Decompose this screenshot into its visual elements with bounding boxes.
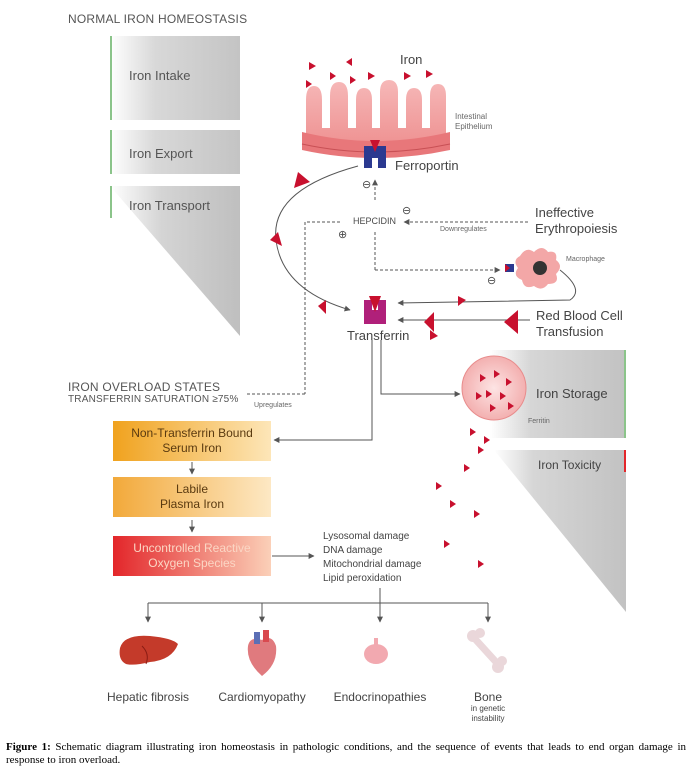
overload-title: IRON OVERLOAD STATES [68,380,221,394]
figure-caption: Figure 1: Schematic diagram illustrating… [6,741,686,767]
organ-cardiomyopathy: Cardiomyopathy [218,690,306,704]
hepcidin-regulation-lines [246,179,528,395]
ferroportin-label: Ferroportin [395,158,459,173]
caption-text: Schematic diagram illustrating iron home… [6,741,687,766]
liver-icon [119,635,178,665]
damage-item: Mitochondrial damage [323,559,422,570]
transferrin-label: Transferrin [347,328,410,343]
iron-storage-label: Iron Storage [536,386,608,401]
hepcidin-upregulate-sign: ⊕ [338,229,348,241]
damage-item: Lysosomal damage [323,531,410,542]
upregulates-label: Upregulates [254,402,292,409]
stage-iron-intake: Iron Intake [129,68,191,83]
macrophage-inhibit-sign: ⊖ [487,275,497,287]
ferritin-sphere [461,355,527,421]
hepcidin-label: HEPCIDIN [353,216,397,226]
stage-iron-transport: Iron Transport [129,198,210,213]
macrophage-to-transferrin-line [397,269,577,306]
bone-icon [467,628,507,673]
erythropoiesis-inhibit-sign: ⊖ [402,205,412,217]
ferroportin-inhibit-sign: ⊖ [362,179,372,191]
iron-label: Iron [400,52,423,67]
stage-panels [110,36,240,336]
iron-toxicity-panel [494,450,626,612]
macrophage-cell [505,248,560,289]
stage-iron-export: Iron Export [129,146,193,161]
iron-particles [270,58,518,568]
iron-transport-panel [110,186,240,336]
organ-tree [145,588,491,623]
iron-toxicity-label: Iron Toxicity [538,458,602,472]
heart-icon [247,630,277,676]
organ-hepatic-fibrosis: Hepatic fibrosis [106,690,190,704]
iron-intake-panel [110,36,240,120]
damage-list: Lysosomal damage DNA damage Mitochondria… [323,530,421,586]
organ-endocrinopathies: Endocrinopathies [333,690,427,704]
damage-item: Lipid peroxidation [323,573,402,584]
transferrin-to-ntbi-line [273,340,373,443]
gland-icon [364,638,388,664]
damage-item: DNA damage [323,545,383,556]
normal-homeostasis-title: NORMAL IRON HOMEOSTASIS [68,12,248,26]
organ-bone: Bone in genetic instability [470,690,506,723]
overload-subtitle: TRANSFERRIN SATURATION ≥75% [68,394,239,405]
iron-export-panel [110,130,240,174]
transferrin-receptor [364,296,386,324]
ferritin-label: Ferritin [528,418,550,425]
caption-label: Figure 1: [6,741,51,753]
downregulates-label: Downregulates [440,226,487,233]
transferrin-to-storage-line [380,340,461,397]
ferroportin-channel [364,140,386,168]
macrophage-label: Macrophage [566,256,605,263]
